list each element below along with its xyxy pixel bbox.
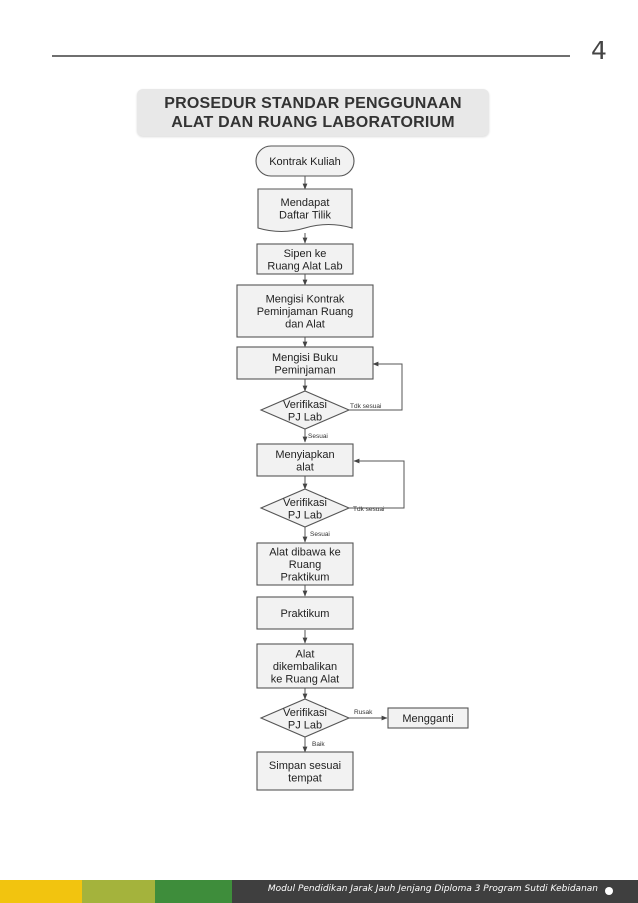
node-kontrak-kuliah: Kontrak Kuliah xyxy=(255,145,355,177)
node-praktikum: Praktikum xyxy=(256,596,354,630)
footer-band-yellow xyxy=(0,880,82,903)
edge-verif2-tdksesuai xyxy=(349,458,405,509)
node-label-line: Simpan sesuai xyxy=(269,760,341,772)
footer-caption: Modul Pendidikan Jarak Jauh Jenjang Dipl… xyxy=(267,884,598,894)
title-line-1: PROSEDUR STANDAR PENGGUNAAN xyxy=(164,95,462,112)
node-label-line: Praktikum xyxy=(281,572,330,584)
node-label-line: Kontrak Kuliah xyxy=(269,156,341,168)
title-banner xyxy=(137,89,489,136)
node-label-line: Peminjaman Ruang xyxy=(257,306,354,318)
node-label-line: Mendapat xyxy=(281,197,330,209)
node-label-line: Daftar Tilik xyxy=(279,209,331,221)
terminal-shape xyxy=(255,145,355,177)
node-label-line: Alat xyxy=(296,649,315,661)
edge-label-sesuai-2: Sesuai xyxy=(310,531,330,538)
node-label-line: alat xyxy=(296,461,314,473)
footer-band-dark xyxy=(232,880,638,903)
header-rule xyxy=(52,55,570,57)
node-label-line: PJ Lab xyxy=(288,719,322,731)
node-label-line: Praktikum xyxy=(281,608,330,620)
node-label-line: PJ Lab xyxy=(288,509,322,521)
process-shape xyxy=(236,346,374,380)
edge-label-rusak: Rusak xyxy=(354,709,373,716)
node-label-line: dan Alat xyxy=(285,319,325,331)
node-label-line: tempat xyxy=(288,772,322,784)
edge-verif1-tdksesuai xyxy=(349,361,403,411)
process-shape xyxy=(256,243,354,275)
node-label-line: ke Ruang Alat xyxy=(271,674,340,686)
edge-label-baik: Baik xyxy=(312,741,325,748)
process-shape xyxy=(256,443,354,477)
node-label-line: Mengisi Kontrak xyxy=(266,294,345,306)
footer-bullet xyxy=(605,887,613,895)
node-label-line: Sipen ke xyxy=(284,248,327,260)
decision-shape xyxy=(259,698,351,738)
node-label-line: Verifikasi xyxy=(283,399,327,411)
title-line-2: ALAT DAN RUANG LABORATORIUM xyxy=(171,114,455,131)
node-label-line: Mengganti xyxy=(402,713,453,725)
node-label-line: PJ Lab xyxy=(288,411,322,423)
footer-band-olive xyxy=(82,880,155,903)
node-label-line: Verifikasi xyxy=(283,497,327,509)
diagram-title: PROSEDUR STANDAR PENGGUNAAN ALAT DAN RUA… xyxy=(137,94,489,132)
node-label-line: Verifikasi xyxy=(283,707,327,719)
page-number: 4 xyxy=(591,36,607,65)
node-label-line: Alat dibawa ke xyxy=(269,547,341,559)
decision-shape xyxy=(259,390,351,430)
node-label-line: Menyiapkan xyxy=(275,449,334,461)
footer-band-green xyxy=(155,880,232,903)
process-shape xyxy=(256,542,354,586)
process-shape xyxy=(256,751,354,791)
node-label-line: Ruang xyxy=(289,559,321,571)
process-shape xyxy=(387,707,469,729)
decision-shape xyxy=(259,488,351,528)
node-label-line: Ruang Alat Lab xyxy=(267,260,342,272)
document-shape xyxy=(257,188,353,233)
process-shape xyxy=(256,643,354,689)
node-label-line: dikembalikan xyxy=(273,661,337,673)
edge-label-sesuai-1: Sesuai xyxy=(308,433,328,440)
node-label-line: Peminjaman xyxy=(274,364,335,376)
node-label-line: Mengisi Buku xyxy=(272,352,338,364)
edge-label-tdk-sesuai-2: Tdk sesuai xyxy=(353,506,384,513)
node-mengganti: Mengganti xyxy=(387,707,469,729)
edge-label-tdk-sesuai-1: Tdk sesuai xyxy=(350,403,381,410)
edge-label-group: Tdk sesuai Sesuai Tdk sesuai Sesuai Rusa… xyxy=(308,403,384,748)
process-shape xyxy=(236,284,374,338)
flow-edges xyxy=(302,176,405,753)
process-shape xyxy=(256,596,354,630)
